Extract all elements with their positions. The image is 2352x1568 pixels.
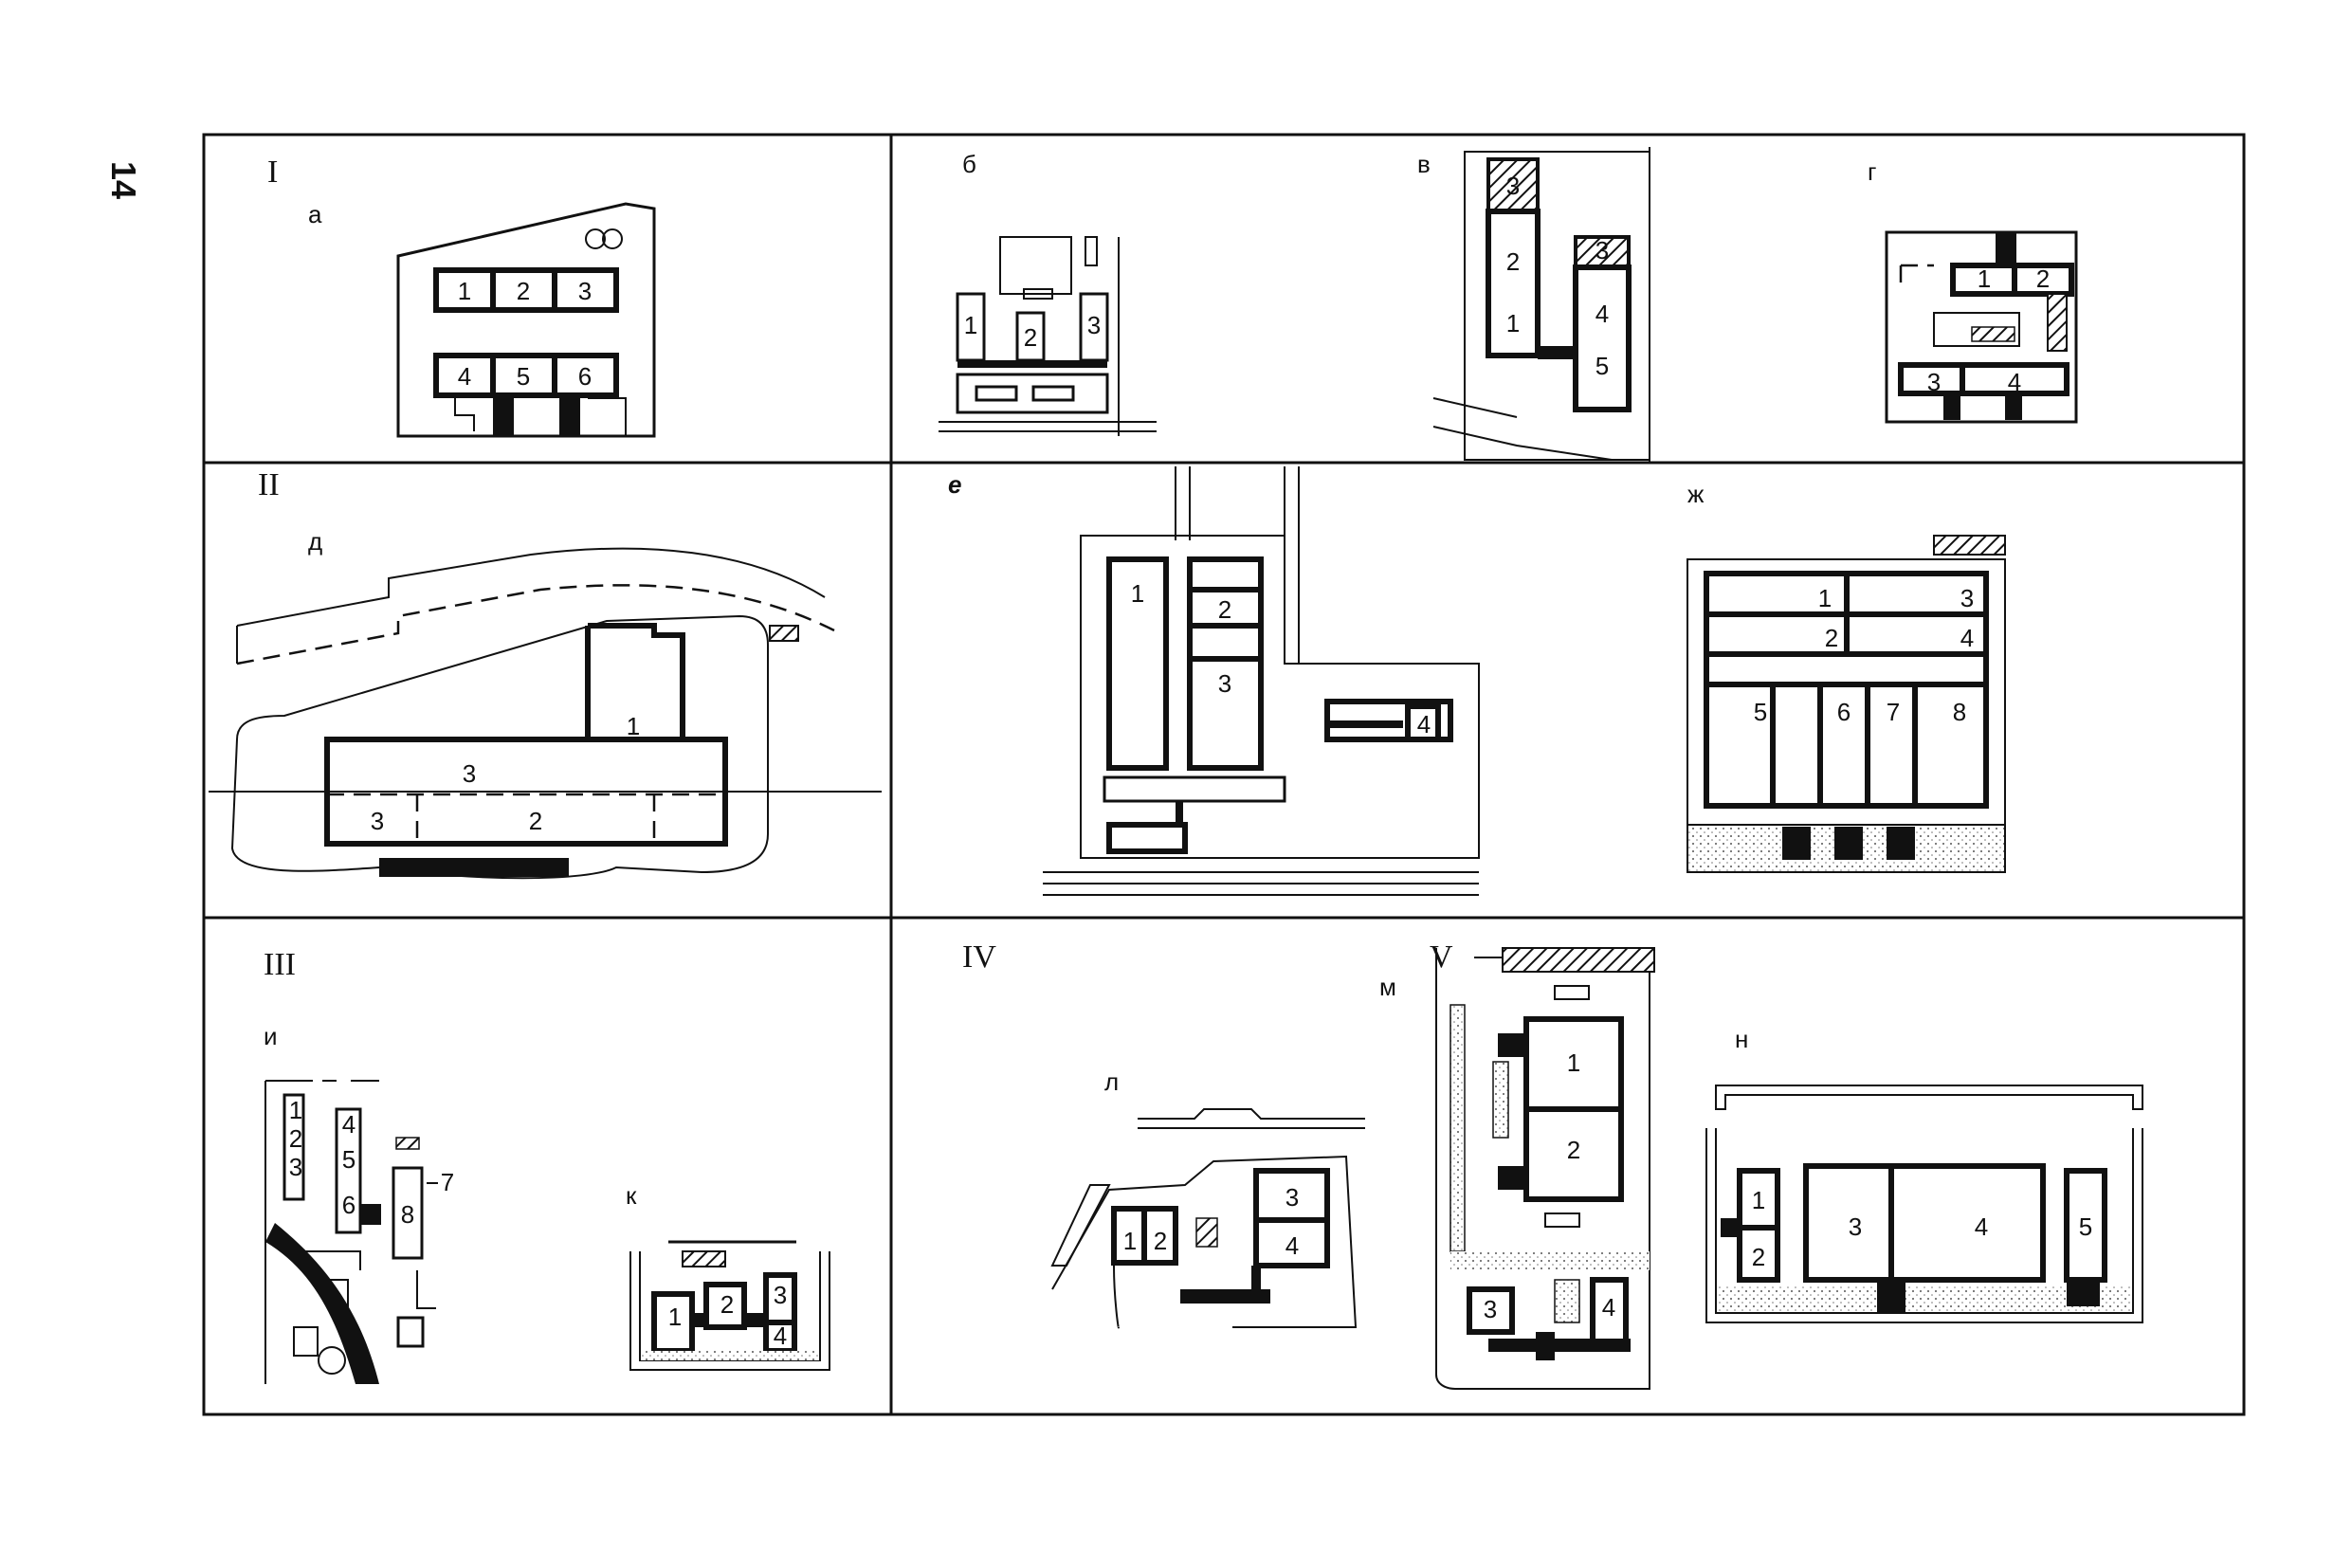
plan-k: к 1 2 3 4 bbox=[626, 1181, 830, 1371]
page-number: 14 bbox=[104, 161, 143, 199]
plan-n-label-2: 2 bbox=[1752, 1243, 1765, 1271]
plan-a-label-4: 4 bbox=[458, 362, 471, 391]
grid-frame bbox=[202, 133, 2246, 1416]
plan-k-label-4: 4 bbox=[774, 1322, 787, 1350]
plan-b: б 1 2 3 bbox=[939, 150, 1157, 436]
plan-k-label-3: 3 bbox=[774, 1281, 787, 1309]
plan-i-label-6: 6 bbox=[342, 1191, 356, 1219]
plan-zh-label-7: 7 bbox=[1887, 698, 1900, 726]
plan-d-label-3a: 3 bbox=[463, 759, 476, 788]
plan-letter-k: к bbox=[626, 1181, 637, 1210]
plan-d-label-3b: 3 bbox=[371, 807, 384, 835]
plan-m-label-4: 4 bbox=[1602, 1293, 1615, 1322]
plan-b-label-3: 3 bbox=[1087, 311, 1101, 339]
plan-i-label-3: 3 bbox=[289, 1153, 302, 1181]
group-label-iii: III bbox=[264, 947, 296, 982]
plan-letter-e: е bbox=[948, 470, 961, 499]
plan-letter-a: а bbox=[308, 200, 322, 228]
plan-letter-l: л bbox=[1104, 1067, 1119, 1096]
group-label-ii: II bbox=[258, 467, 280, 502]
plan-i-label-8: 8 bbox=[401, 1200, 414, 1229]
plan-m-label-2: 2 bbox=[1567, 1136, 1580, 1164]
plan-zh-label-8: 8 bbox=[1953, 698, 1966, 726]
plan-a-label-1: 1 bbox=[458, 277, 471, 305]
plan-l-label-2: 2 bbox=[1154, 1227, 1167, 1255]
plan-letter-v: в bbox=[1417, 150, 1431, 178]
plan-zh: ж 1 3 2 4 5 6 7 8 bbox=[1687, 480, 2006, 873]
plan-k-label-1: 1 bbox=[668, 1303, 682, 1331]
plan-zh-label-1: 1 bbox=[1818, 584, 1832, 612]
plan-n: н 1 2 3 4 5 bbox=[1705, 1025, 2143, 1323]
group-label-iv: IV bbox=[962, 939, 996, 975]
plan-n-label-4: 4 bbox=[1975, 1212, 1988, 1241]
plan-n-label-5: 5 bbox=[2079, 1212, 2092, 1241]
plan-v-label-2: 2 bbox=[1506, 247, 1520, 276]
plan-letter-i: и bbox=[264, 1022, 278, 1050]
plan-v-label-3b: 3 bbox=[1595, 236, 1609, 264]
plan-letter-b: б bbox=[962, 150, 976, 178]
plan-m: м 1 2 3 4 bbox=[1379, 947, 1655, 1390]
plan-g-label-2: 2 bbox=[2036, 264, 2050, 293]
plan-letter-zh: ж bbox=[1687, 480, 1705, 508]
plan-d-label-1: 1 bbox=[627, 712, 640, 740]
plan-a-label-5: 5 bbox=[517, 362, 530, 391]
plan-n-label-1: 1 bbox=[1752, 1186, 1765, 1214]
plan-d-label-2: 2 bbox=[529, 807, 542, 835]
plan-zh-label-4: 4 bbox=[1960, 624, 1974, 652]
plan-g-label-1: 1 bbox=[1978, 264, 1991, 293]
plan-letter-n: н bbox=[1735, 1025, 1748, 1053]
plan-i-label-4: 4 bbox=[342, 1110, 356, 1139]
plan-v-label-3a: 3 bbox=[1506, 172, 1520, 200]
plan-v-label-1: 1 bbox=[1506, 309, 1520, 337]
plan-a-label-2: 2 bbox=[517, 277, 530, 305]
plan-letter-m: м bbox=[1379, 973, 1396, 1001]
plan-k-label-2: 2 bbox=[720, 1290, 734, 1319]
plan-v-label-5: 5 bbox=[1595, 352, 1609, 380]
plan-letter-g: г bbox=[1868, 157, 1876, 186]
plan-b-label-1: 1 bbox=[964, 311, 977, 339]
plan-l-label-1: 1 bbox=[1123, 1227, 1137, 1255]
plan-d: д 1 3 3 2 bbox=[209, 527, 882, 880]
plan-zh-label-5: 5 bbox=[1754, 698, 1767, 726]
plan-i-label-1: 1 bbox=[289, 1096, 302, 1124]
plan-i: и 1 2 3 4 5 6 7 8 bbox=[264, 1022, 454, 1384]
plan-a: а 1 2 3 4 5 6 bbox=[308, 200, 656, 438]
group-label-i: I bbox=[267, 155, 278, 190]
plan-a-label-3: 3 bbox=[578, 277, 592, 305]
plan-g-label-3: 3 bbox=[1927, 368, 1941, 396]
plan-l: л 1 2 3 4 bbox=[1050, 1067, 1365, 1329]
plan-e: е 1 2 3 4 bbox=[948, 466, 1480, 896]
plan-zh-label-2: 2 bbox=[1825, 624, 1838, 652]
plan-e-label-3: 3 bbox=[1218, 669, 1231, 698]
plan-v: в 3 2 1 3 4 5 bbox=[1417, 150, 1650, 461]
plan-i-label-2: 2 bbox=[289, 1124, 302, 1153]
plan-letter-d: д bbox=[308, 527, 322, 556]
plan-i-label-7: 7 bbox=[441, 1168, 454, 1196]
plan-m-label-3: 3 bbox=[1484, 1295, 1497, 1323]
plan-m-label-1: 1 bbox=[1567, 1048, 1580, 1077]
plan-i-label-5: 5 bbox=[342, 1145, 356, 1174]
plan-g-label-4: 4 bbox=[2008, 368, 2021, 396]
plan-a-label-6: 6 bbox=[578, 362, 592, 391]
plan-l-label-3: 3 bbox=[1285, 1183, 1299, 1212]
plan-zh-label-3: 3 bbox=[1960, 584, 1974, 612]
plan-g: г 1 2 3 4 bbox=[1868, 157, 2078, 424]
plan-l-label-4: 4 bbox=[1285, 1231, 1299, 1260]
plan-e-label-2: 2 bbox=[1218, 595, 1231, 624]
plan-zh-label-6: 6 bbox=[1837, 698, 1851, 726]
plan-e-label-1: 1 bbox=[1131, 579, 1144, 608]
plan-v-label-4: 4 bbox=[1595, 300, 1609, 328]
plan-e-label-4: 4 bbox=[1417, 710, 1431, 738]
plan-b-label-2: 2 bbox=[1024, 323, 1037, 352]
group-label-v: V bbox=[1430, 939, 1453, 975]
plan-n-label-3: 3 bbox=[1849, 1212, 1862, 1241]
